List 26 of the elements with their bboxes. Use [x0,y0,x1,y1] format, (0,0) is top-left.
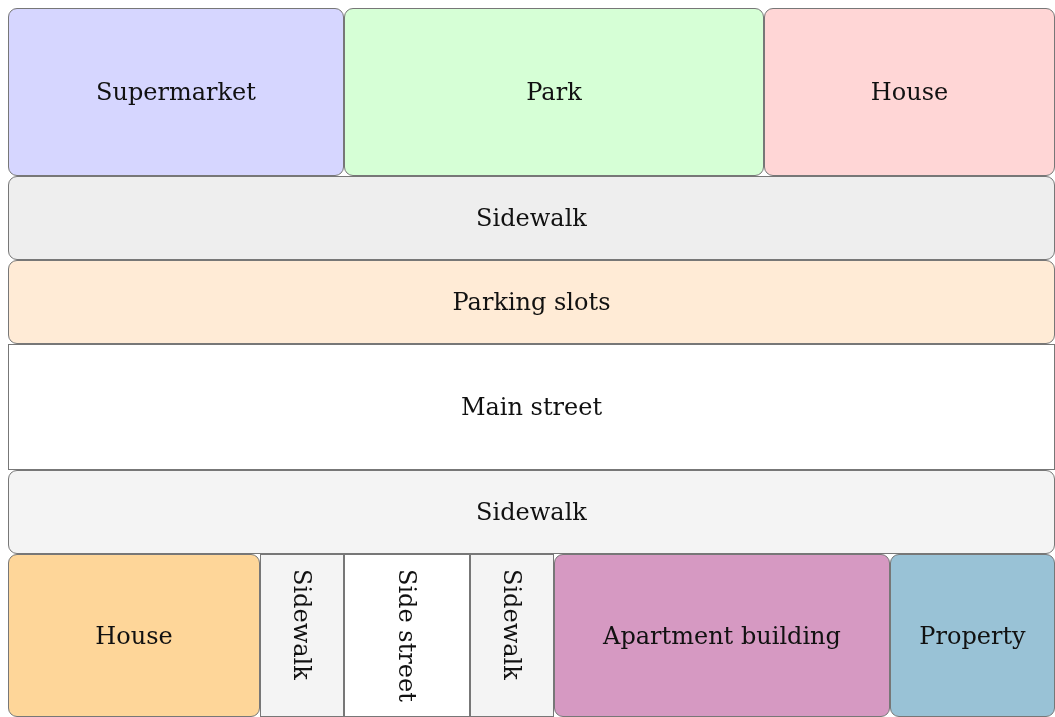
street-strip [8,344,1055,470]
sidewalk-strip [8,176,1055,260]
park-block [344,8,764,176]
sidewalk-strip [260,554,344,717]
property-block [890,554,1055,717]
area-label: Parking slots [452,288,611,316]
area-label: Property [919,621,1026,650]
area-label: Main street [460,393,603,421]
area-label: Side street [393,568,421,702]
area-label: Park [526,78,582,106]
area-label: Sidewalk [476,204,587,232]
house-block [8,554,260,717]
area-label: House [95,621,173,650]
house-block [764,8,1055,176]
street-strip [344,554,470,717]
shop-block [8,8,344,176]
sidewalk-strip [470,554,554,717]
sidewalk-strip [8,470,1055,554]
area-label: Sidewalk [476,498,587,526]
parking-strip [8,260,1055,344]
area-label: Sidewalk [498,568,526,680]
apartment-block [554,554,890,717]
area-label: Sidewalk [288,568,316,680]
area-label: Supermarket [96,78,256,106]
area-label: Apartment building [603,621,841,650]
area-label: House [870,78,949,106]
